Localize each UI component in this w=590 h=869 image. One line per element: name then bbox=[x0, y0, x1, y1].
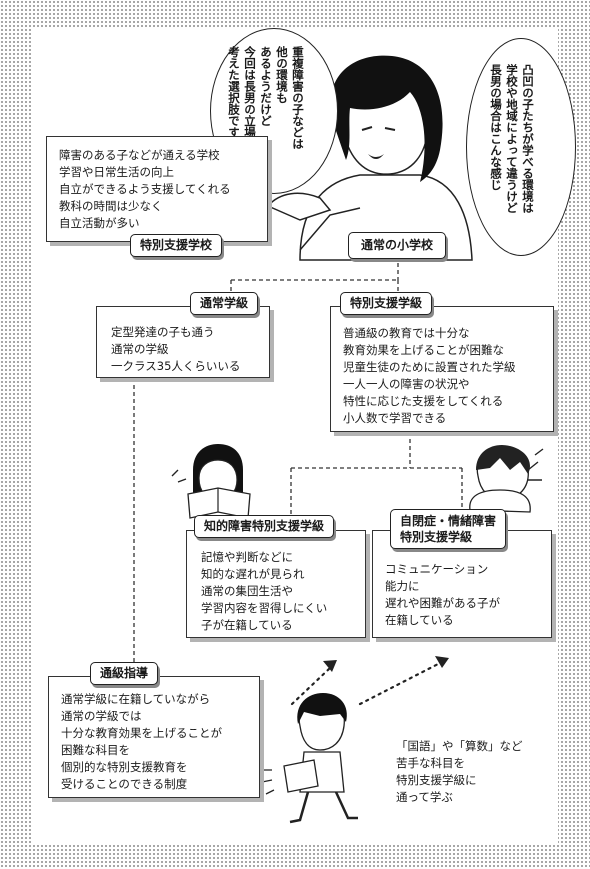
special-class-line: 児童生徒のために設置された学級 bbox=[343, 360, 516, 374]
special-class-line: 小人数で学習できる bbox=[343, 411, 447, 425]
intellectual-class-line: 知的な遅れが見られ bbox=[201, 567, 305, 581]
speech-left-text: 重複障害の子などは 他の環境も あるようだけど 今回は長男の立場から 考えた選択… bbox=[226, 46, 306, 178]
intellectual-class-line: 記憶や判断などに bbox=[201, 550, 293, 564]
autism-class-line: 遅れや困難がある子が bbox=[385, 596, 500, 610]
speech-right-line: 長男の場合はこんな感じ bbox=[489, 64, 503, 191]
speech-left-line: 考えた選択肢です bbox=[227, 46, 241, 138]
resource-room-line: 通常学級に在籍していながら bbox=[61, 692, 211, 706]
subject-note-line: 「国語」や「算数」など bbox=[396, 739, 523, 753]
special-school-line: 自立活動が多い bbox=[59, 216, 140, 230]
regular-class-line: 通常の学級 bbox=[111, 342, 169, 356]
resource-room-box: 通常学級に在籍していながら 通常の学級では 十分な教育効果を上げることが 困難な… bbox=[48, 676, 260, 798]
resource-room-line: 個別的な特別支援教育を bbox=[61, 760, 188, 774]
subject-note-line: 通って学ぶ bbox=[396, 790, 453, 804]
regular-class-box: 定型発達の子も通う 通常の学級 一クラス35人くらいいる bbox=[96, 306, 270, 378]
special-school-line: 障害のある子などが通える学校 bbox=[59, 148, 220, 162]
resource-room-line: 受けることのできる制度 bbox=[61, 777, 188, 791]
speech-left-line: あるようだけど bbox=[259, 46, 273, 127]
autism-class-label: 自閉症・情緒障害 特別支援学級 bbox=[390, 509, 507, 549]
speech-left-line: 今回は長男の立場から bbox=[243, 46, 257, 161]
subject-note-line: 苦手な科目を bbox=[396, 756, 465, 770]
regular-class-line: 定型発達の子も通う bbox=[111, 325, 215, 339]
special-class-box: 普通級の教育では十分な 教育効果を上げることが困難な 児童生徒のために設置された… bbox=[330, 306, 554, 432]
intellectual-class-line: 学習内容を習得しにくい bbox=[201, 601, 328, 615]
speech-right-line: 学校や地域によって違うけど bbox=[505, 64, 519, 214]
resource-room-line: 困難な科目を bbox=[61, 743, 130, 757]
speech-bubble-right bbox=[466, 38, 576, 256]
autism-class-line: コミュニケーション bbox=[385, 562, 489, 576]
subject-note: 「国語」や「算数」など 苦手な科目を 特別支援学級に 通って学ぶ bbox=[396, 738, 523, 806]
special-school-line: 学習や日常生活の向上 bbox=[59, 165, 174, 179]
autism-class-line: 能力に bbox=[385, 579, 420, 593]
autism-class-label-line: 特別支援学級 bbox=[400, 530, 473, 544]
special-class-label: 特別支援学級 bbox=[340, 292, 433, 315]
speech-right-line: 凸凹の子たちが学べる環境は bbox=[521, 64, 535, 214]
special-school-box: 障害のある子などが通える学校 学習や日常生活の向上 自立ができるよう支援してくれ… bbox=[46, 136, 268, 242]
intellectual-class-line: 通常の集団生活や bbox=[201, 584, 293, 598]
special-class-line: 普通級の教育では十分な bbox=[343, 326, 470, 340]
special-school-line: 自立ができるよう支援してくれる bbox=[59, 182, 231, 196]
speech-right-text: 凸凹の子たちが学べる環境は 学校や地域によって違うけど 長男の場合はこんな感じ bbox=[488, 64, 536, 244]
resource-room-label: 通級指導 bbox=[90, 662, 159, 685]
resource-room-line: 十分な教育効果を上げることが bbox=[61, 726, 222, 740]
resource-room-line: 通常の学級では bbox=[61, 709, 142, 723]
intellectual-class-box: 記憶や判断などに 知的な遅れが見られ 通常の集団生活や 学習内容を習得しにくい … bbox=[186, 530, 366, 638]
speech-left-line: 他の環境も bbox=[275, 46, 289, 104]
subject-note-line: 特別支援学級に bbox=[396, 773, 477, 787]
speech-left-line: 重複障害の子などは bbox=[291, 46, 305, 150]
autism-class-label-line: 自閉症・情緒障害 bbox=[400, 514, 497, 528]
special-school-line: 教科の時間は少なく bbox=[59, 199, 163, 213]
autism-class-line: 在籍している bbox=[385, 613, 454, 627]
regular-class-label: 通常学級 bbox=[190, 292, 259, 315]
special-class-line: 教育効果を上げることが困難な bbox=[343, 343, 504, 357]
special-class-line: 特性に応じた支援をしてくれる bbox=[343, 394, 504, 408]
elementary-school-label: 通常の小学校 bbox=[348, 232, 447, 259]
special-class-line: 一人一人の障害の状況や bbox=[343, 377, 470, 391]
intellectual-class-label: 知的障害特別支援学級 bbox=[194, 515, 335, 538]
regular-class-line: 一クラス35人くらいいる bbox=[111, 359, 241, 373]
intellectual-class-line: 子が在籍している bbox=[201, 618, 293, 632]
special-school-label: 特別支援学校 bbox=[130, 234, 223, 257]
